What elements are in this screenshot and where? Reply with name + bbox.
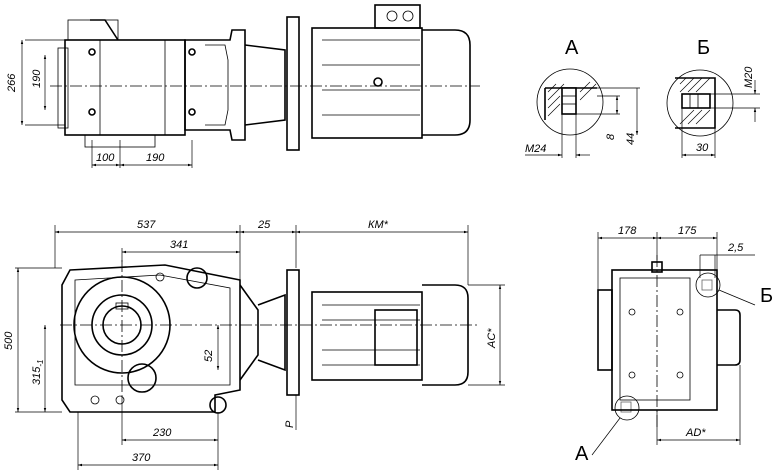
dim-315-tolerance: -1 [36,360,45,367]
dim-8: 8 [605,133,617,140]
front-view [15,225,505,470]
dim-370: 370 [132,452,151,464]
dim-m24: M24 [525,143,546,155]
dim-p: P [284,420,296,428]
dim-230: 230 [152,427,172,439]
detail-a-title: A [565,37,579,59]
side-view [591,232,756,456]
callout-b-label: Б [760,285,773,307]
detail-b-title: Б [697,37,710,59]
dim-km: КМ* [368,219,389,231]
dim-315: 315 [31,366,43,385]
detail-b [666,69,760,158]
callout-a-label: A [575,443,589,465]
dim-2-5: 2,5 [727,242,744,254]
dim-178: 178 [618,225,637,237]
dim-500: 500 [3,331,15,350]
dim-100: 100 [96,152,115,164]
dim-537: 537 [137,219,156,231]
dim-190-vertical: 190 [31,69,43,88]
dim-266: 266 [6,73,18,93]
top-view [20,4,480,168]
dim-52: 52 [203,350,215,362]
svg-text:315-1: 315-1 [31,360,45,385]
dim-ac: AC* [486,328,498,349]
dim-25: 25 [257,219,271,231]
dim-30: 30 [696,142,709,154]
dim-341: 341 [170,239,188,251]
detail-a [525,68,640,158]
dim-190-horizontal: 190 [146,152,165,164]
dim-m20: M20 [743,66,755,88]
dim-175: 175 [678,225,697,237]
dim-44: 44 [625,133,637,145]
dim-ad: AD* [685,427,706,439]
